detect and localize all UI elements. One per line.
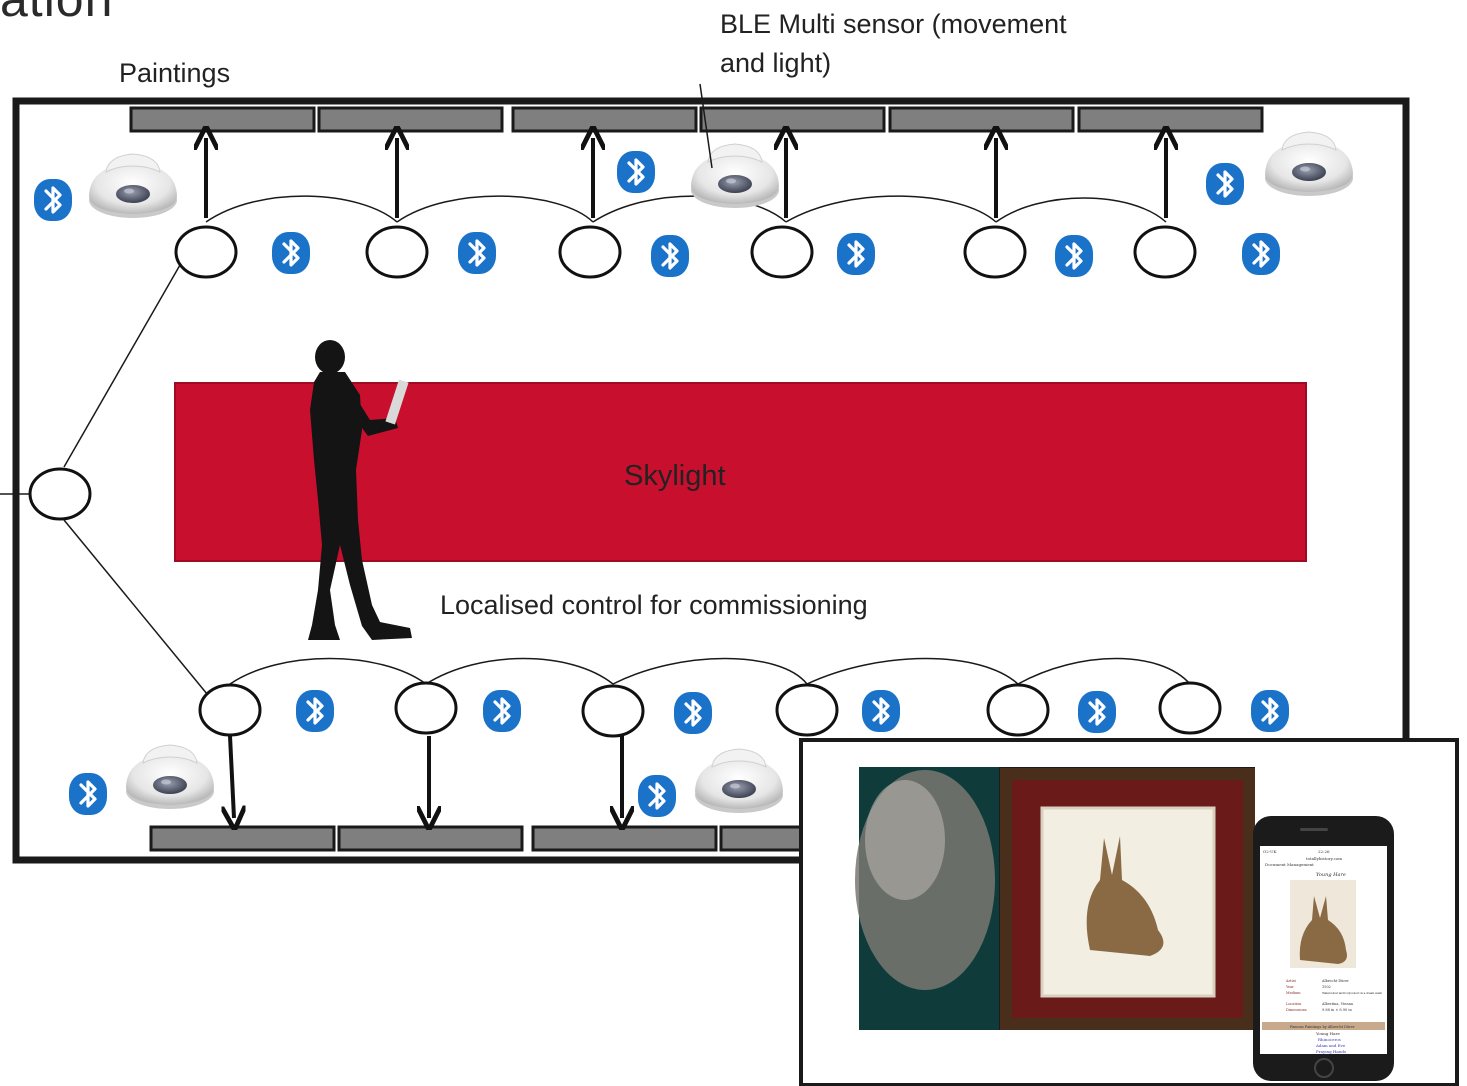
painting (719, 825, 813, 852)
bluetooth-icon (457, 231, 497, 275)
phone-famous-item: Adam and Eve (1315, 1043, 1346, 1048)
luminaire-node (1158, 681, 1222, 735)
bluetooth-icon (1077, 690, 1117, 734)
painting (337, 825, 524, 852)
painting (531, 825, 718, 852)
luminaire-node (198, 683, 262, 737)
phone-famous-item: Praying Hands (1316, 1049, 1346, 1054)
bluetooth-icon (271, 231, 311, 275)
phone-screen-content: O2-UK 22:26 totallyhistory.com Document … (1263, 849, 1382, 1054)
bluetooth-icon (1241, 232, 1281, 276)
luminaire-node (750, 225, 814, 279)
phone-painting-title: Young Hare (1316, 872, 1346, 878)
luminaire-nodes (28, 225, 1222, 738)
control-arrows-top (206, 138, 1166, 218)
phone-field-value: Watercolour and bodycolour on a cream wa… (1322, 991, 1382, 995)
paintings-label: Paintings (119, 58, 230, 88)
slide-title-fragment: ation (0, 0, 113, 28)
phone-field-key: Medium (1286, 991, 1301, 995)
phone-url: totallyhistory.com (1306, 856, 1342, 861)
luminaire-node (174, 225, 238, 279)
painting (317, 106, 504, 133)
phone-field-key: Artist (1285, 979, 1297, 983)
bluetooth-icon (1250, 689, 1290, 733)
phone-field-value: Albertina, Vienna (1321, 1002, 1353, 1006)
bluetooth-icon (33, 178, 73, 222)
luminaire-node (581, 684, 645, 738)
bluetooth-icon (861, 689, 901, 733)
painting (149, 825, 336, 852)
phone-field-value: 1502 (1322, 985, 1331, 989)
hare-painting (1086, 836, 1164, 956)
phone-famous-header: Famous Paintings by Albrecht Dürer (1290, 1025, 1355, 1029)
sensor-callout-pointer (699, 83, 713, 169)
smartphone-icon (1253, 816, 1394, 1081)
luminaire-node (558, 225, 622, 279)
phone-famous-item: Rhinoceros (1318, 1037, 1341, 1042)
skylight-label: Skylight (624, 460, 726, 492)
phone-time: 22:26 (1318, 849, 1330, 854)
person-with-tablet-silhouette (308, 340, 412, 640)
bluetooth-icon (673, 691, 713, 735)
bluetooth-icon (68, 772, 108, 816)
luminaire-node (394, 681, 458, 735)
phone-status: O2-UK (1263, 849, 1278, 854)
luminaire-node (963, 225, 1027, 279)
luminaire-node (775, 683, 839, 737)
painting (129, 106, 316, 133)
bluetooth-icon (650, 234, 690, 278)
sensor-label-line1: BLE Multi sensor (movement (720, 9, 1067, 39)
luminaire-node (365, 225, 429, 279)
bluetooth-icon (637, 774, 677, 818)
visitor-inset-panel (799, 738, 1459, 1086)
sensor-label-line2: and light) (720, 48, 831, 78)
phone-field-value: Albrecht Dürer (1321, 979, 1349, 983)
painting (1077, 106, 1264, 133)
bluetooth-icon (616, 150, 656, 194)
luminaire-node (1133, 225, 1197, 279)
museum-photo (855, 767, 1255, 1030)
phone-header: Document Management (1265, 862, 1314, 867)
bottom-paintings-row (149, 825, 813, 852)
phone-field-key: Location (1286, 1002, 1302, 1006)
bluetooth-icon (836, 232, 876, 276)
bluetooth-icon (295, 689, 335, 733)
localised-control-label: Localised control for commissioning (440, 590, 868, 620)
bluetooth-icon (482, 689, 522, 733)
bluetooth-icon (1205, 162, 1245, 206)
hub-node (28, 467, 92, 521)
painting (511, 106, 698, 133)
control-arrows-bottom (230, 735, 622, 818)
painting (888, 106, 1075, 133)
painting (699, 106, 886, 133)
phone-field-key: Year (1285, 985, 1294, 989)
luminaire-node (986, 683, 1050, 737)
phone-field-value: 9.88 in × 8.90 in (1322, 1008, 1352, 1012)
bluetooth-icon (1054, 234, 1094, 278)
phone-famous-item: Young Hare (1315, 1031, 1340, 1036)
phone-field-key: Dimensions (1286, 1008, 1307, 1012)
top-paintings-row (129, 106, 1264, 133)
